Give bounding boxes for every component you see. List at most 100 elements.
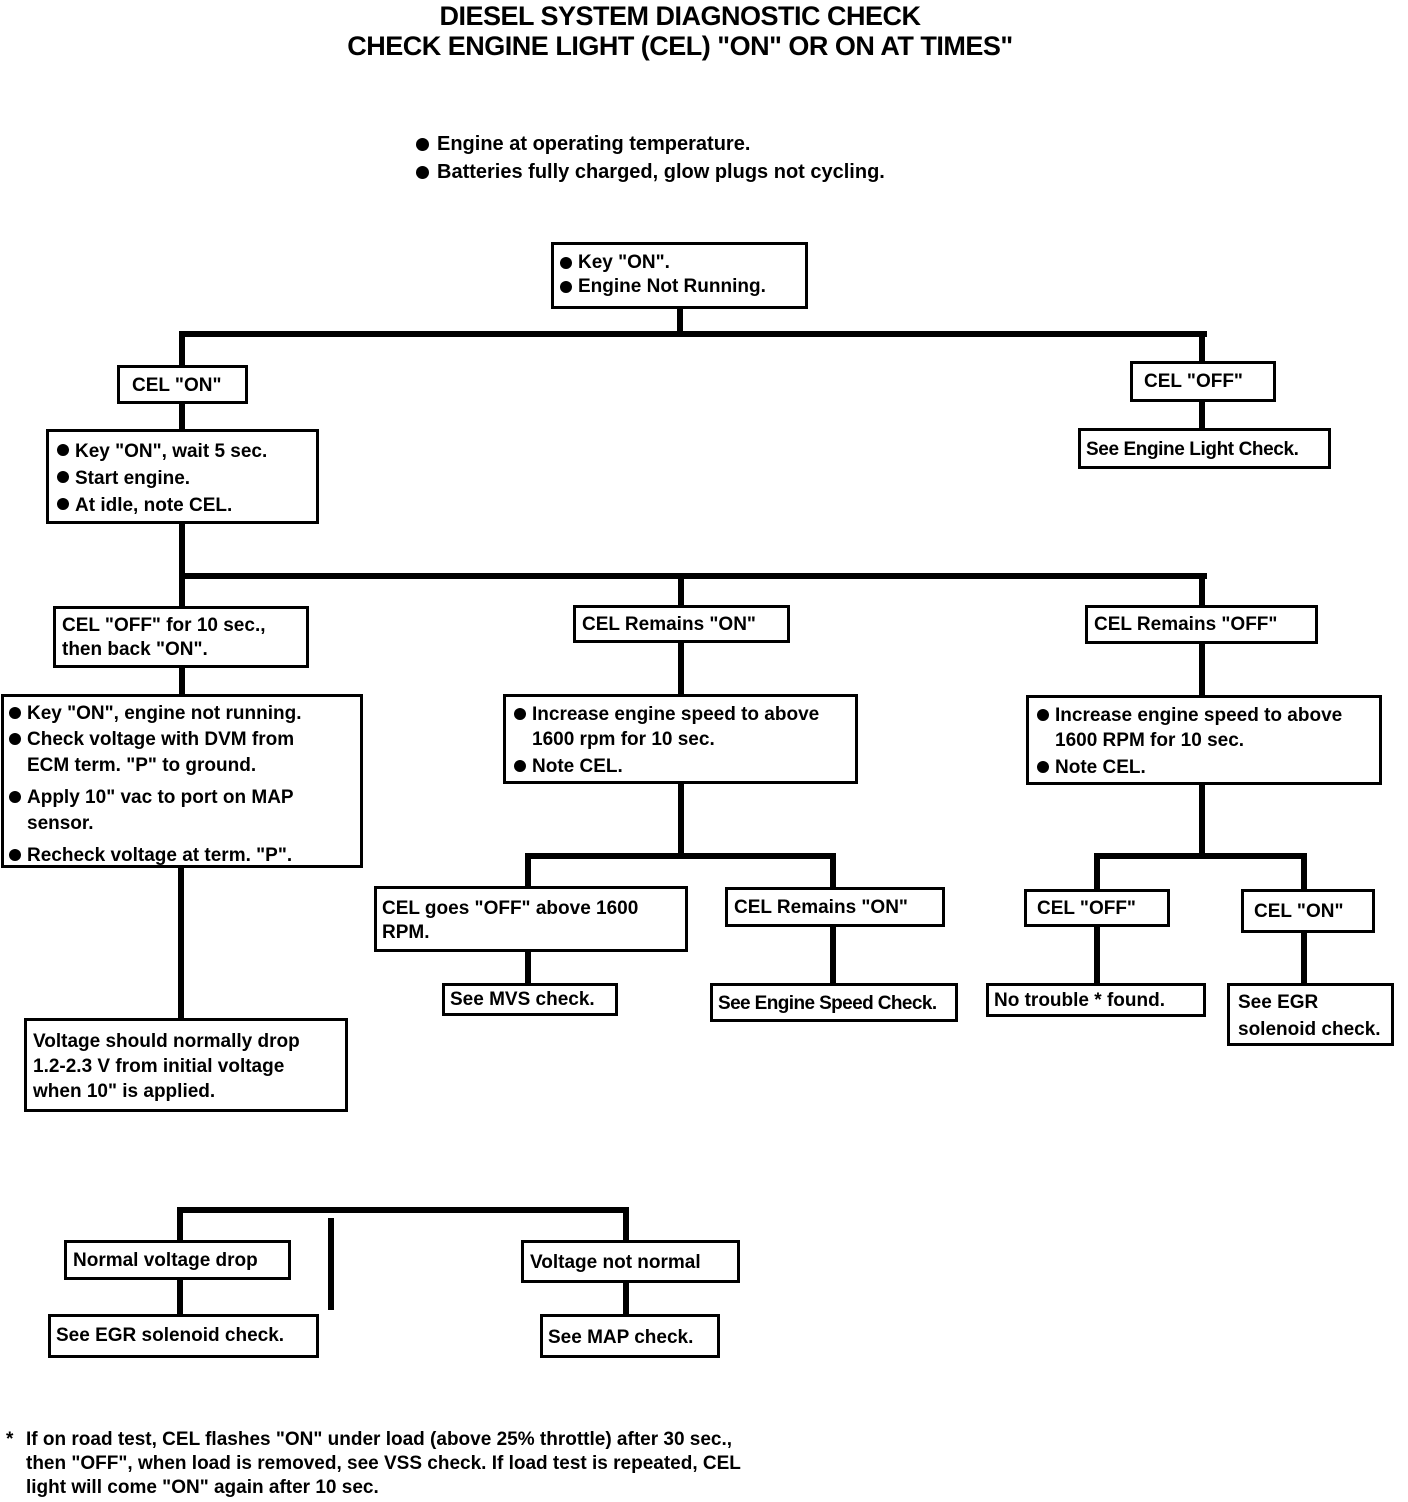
connector-line	[179, 573, 1207, 579]
list-item: Check voltage with DVM from	[9, 727, 354, 753]
connector-line	[525, 853, 836, 859]
list-item-continuation: ECM term. "P" to ground.	[9, 753, 354, 779]
bullet-icon	[514, 708, 526, 720]
box-label: No trouble * found.	[994, 990, 1165, 1011]
list-item: Increase engine speed to above	[514, 702, 849, 727]
box-label: CEL Remains "ON"	[734, 897, 908, 918]
list-item: Key "ON".	[560, 251, 799, 275]
list-item-text: Increase engine speed to above	[1055, 705, 1343, 726]
box-label: when 10" is applied.	[33, 1081, 216, 1102]
list-item-text: Key "ON".	[578, 252, 670, 273]
list-item-text: ECM term. "P" to ground.	[27, 755, 257, 776]
box-label: CEL "OFF"	[1037, 898, 1136, 919]
list-item: Note CEL.	[514, 754, 849, 779]
box-label: See EGR solenoid check.	[56, 1325, 285, 1346]
box-label: See EGR	[1238, 992, 1319, 1013]
box-label: RPM.	[382, 922, 430, 943]
list-item-text: Key "ON", wait 5 sec.	[75, 441, 268, 462]
egr-check-right-box: See EGR solenoid check.	[1227, 983, 1394, 1046]
list-item: Key "ON", wait 5 sec.	[57, 438, 310, 465]
connector-line	[1094, 853, 1307, 859]
engine-light-check-box: See Engine Light Check.	[1078, 428, 1331, 469]
list-item: Recheck voltage at term. "P".	[9, 843, 354, 869]
box-label: CEL "OFF" for 10 sec.,	[62, 615, 266, 636]
footnote-marker: *	[6, 1429, 14, 1450]
list-item-text: Start engine.	[75, 468, 191, 489]
list-item: Key "ON", engine not running.	[9, 701, 354, 727]
cel-off-box: CEL "OFF"	[1130, 361, 1276, 402]
cel-remains-on-box: CEL Remains "ON"	[573, 605, 790, 643]
cel-on-box: CEL "ON"	[117, 365, 248, 404]
list-item-text: 1600 rpm for 10 sec.	[532, 729, 715, 750]
box-label: CEL Remains "OFF"	[1094, 614, 1278, 635]
list-item-text: sensor.	[27, 813, 94, 834]
bullet-icon	[9, 791, 21, 803]
voltage-not-normal-box: Voltage not normal	[521, 1240, 740, 1283]
connector-line	[1199, 331, 1205, 367]
box-label: 1.2-2.3 V from initial voltage	[33, 1056, 285, 1077]
connector-line	[1199, 641, 1205, 697]
no-trouble-box: No trouble * found.	[986, 983, 1206, 1017]
connector-line	[177, 1207, 183, 1242]
box-label: See MVS check.	[450, 989, 595, 1010]
connector-line	[1301, 853, 1307, 890]
list-item-continuation: sensor.	[9, 811, 354, 837]
bullet-icon	[57, 498, 69, 510]
connector-line	[1199, 782, 1205, 858]
page-title-line2: CHECK ENGINE LIGHT (CEL) "ON" OR ON AT T…	[347, 31, 1013, 61]
box-label: then back "ON".	[62, 639, 208, 660]
list-item: Note CEL.	[1037, 755, 1373, 780]
bullet-icon	[9, 707, 21, 719]
list-item-text: Note CEL.	[532, 756, 623, 777]
precondition-text: Batteries fully charged, glow plugs not …	[437, 161, 885, 183]
page-title-line1: DIESEL SYSTEM DIAGNOSTIC CHECK	[439, 1, 921, 31]
list-item-text: Engine Not Running.	[578, 276, 766, 297]
cel-off-10-box: CEL "OFF" for 10 sec., then back "ON".	[53, 606, 309, 668]
increase-speed-right-box: Increase engine speed to above 1600 RPM …	[1026, 695, 1382, 785]
bullet-icon	[57, 471, 69, 483]
map-check-box: See MAP check.	[540, 1314, 720, 1358]
connector-line	[678, 573, 684, 607]
box-label: See Engine Light Check.	[1086, 439, 1299, 460]
list-item-text: 1600 RPM for 10 sec.	[1055, 730, 1245, 751]
list-item-text: Apply 10" vac to port on MAP	[27, 787, 294, 808]
list-item: Start engine.	[57, 465, 310, 492]
normal-voltage-drop-box: Normal voltage drop	[64, 1240, 291, 1280]
connector-line	[179, 666, 185, 696]
box-label: CEL "ON"	[1254, 901, 1344, 922]
precondition-item: Batteries fully charged, glow plugs not …	[416, 158, 885, 186]
bullet-icon	[560, 257, 572, 269]
connector-line	[178, 866, 184, 1020]
footnote-line: then "OFF", when load is removed, see VS…	[26, 1453, 741, 1474]
bullet-icon	[560, 281, 572, 293]
connector-line	[1094, 853, 1100, 890]
connector-line	[678, 640, 684, 697]
footnote-line: If on road test, CEL flashes "ON" under …	[26, 1429, 733, 1450]
connector-line	[623, 1207, 629, 1242]
list-item-text: Note CEL.	[1055, 757, 1146, 778]
box-label: CEL goes "OFF" above 1600	[382, 898, 639, 919]
connector-line	[179, 331, 1207, 337]
cel-on-2-box: CEL "ON"	[1241, 889, 1375, 933]
engine-speed-check-box: See Engine Speed Check.	[710, 983, 958, 1022]
box-label: CEL Remains "ON"	[582, 614, 756, 635]
list-item-text: Recheck voltage at term. "P".	[27, 845, 293, 866]
list-item-text: Increase engine speed to above	[532, 704, 820, 725]
connector-line	[525, 853, 531, 888]
mvs-check-box: See MVS check.	[442, 983, 618, 1016]
voltage-steps-box: Key "ON", engine not running. Check volt…	[1, 694, 363, 868]
connector-line	[179, 522, 185, 608]
bullet-icon	[514, 760, 526, 772]
bullet-icon	[57, 444, 69, 456]
connector-line	[1094, 925, 1100, 985]
box-label: CEL "ON"	[132, 375, 222, 396]
connector-line	[1199, 400, 1205, 430]
list-item-continuation: 1600 rpm for 10 sec.	[514, 727, 849, 752]
bullet-icon	[9, 849, 21, 861]
list-item: Apply 10" vac to port on MAP	[9, 785, 354, 811]
footnote-line: light will come "ON" again after 10 sec.	[26, 1477, 379, 1498]
connector-line	[179, 402, 185, 430]
cel-goes-off-box: CEL goes "OFF" above 1600 RPM.	[374, 886, 688, 952]
egr-check-left-box: See EGR solenoid check.	[48, 1314, 319, 1358]
connector-line	[677, 307, 683, 335]
